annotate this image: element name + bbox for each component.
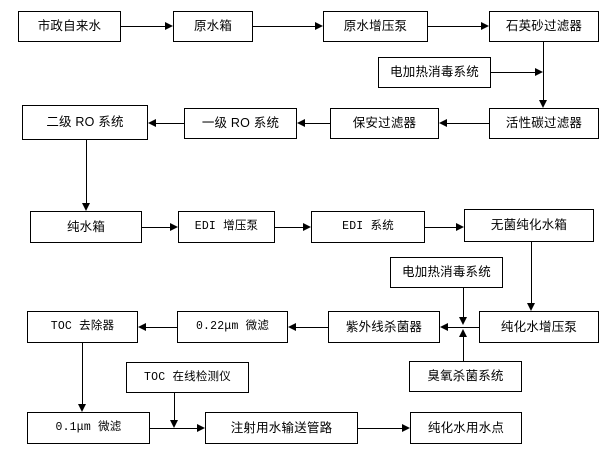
arrowhead-n15-n16 [440, 323, 448, 331]
arrowhead-n17-n18 [138, 323, 146, 331]
arrowhead-n13-n15 [527, 303, 535, 311]
node-security-filter[interactable]: 保安过滤器 [330, 108, 439, 139]
node-activated-carbon-filter[interactable]: 活性碳过滤器 [489, 108, 599, 139]
node-label: 电加热消毒系统 [402, 265, 491, 280]
node-label: 原水箱 [193, 19, 233, 34]
node-label: 臭氧杀菌系统 [427, 369, 504, 384]
node-toc-remover[interactable]: TOC 去除器 [27, 311, 138, 343]
node-label: 纯化水增压泵 [500, 319, 578, 334]
arrowhead-n12-n13 [456, 223, 464, 231]
node-label: 注射用水输送管路 [230, 420, 333, 435]
edge-n2-n3 [253, 26, 315, 27]
node-label: 一级 RO 系统 [201, 116, 280, 131]
node-label: 保安过滤器 [352, 116, 417, 131]
node-label: 0.22μm 微滤 [195, 320, 270, 334]
arrowhead-n1-n2 [165, 22, 173, 30]
arrowhead-n8-n9 [148, 119, 156, 127]
edge-n19-junction [463, 337, 464, 361]
node-toc-online-detector[interactable]: TOC 在线检测仪 [126, 362, 249, 393]
node-label: 活性碳过滤器 [505, 116, 583, 131]
edge-n5-junction [491, 72, 535, 73]
node-label: EDI 系统 [342, 220, 394, 234]
node-label: 纯水箱 [66, 219, 106, 234]
node-01um-microfilter[interactable]: 0.1μm 微滤 [27, 412, 150, 444]
edge-n15-n16 [448, 327, 479, 328]
node-electric-heating-sterilization-system-1[interactable]: 电加热消毒系统 [378, 57, 491, 88]
arrowhead-n18-n21 [78, 404, 86, 412]
edge-n3-n4 [428, 26, 481, 27]
edge-n12-n13 [425, 227, 456, 228]
arrowhead-n5-junction [535, 68, 543, 76]
edge-n13-n15 [531, 242, 532, 303]
edge-n4-n6 [543, 42, 544, 100]
node-label: 石英砂过滤器 [505, 19, 583, 34]
edge-n21-n22 [150, 428, 197, 429]
node-raw-water-tank[interactable]: 原水箱 [173, 11, 253, 42]
node-label: 纯化水用水点 [427, 420, 505, 435]
edge-n8-n9 [156, 123, 184, 124]
node-municipal-tap-water[interactable]: 市政自来水 [18, 11, 121, 42]
node-edi-system[interactable]: EDI 系统 [311, 211, 425, 243]
edge-n9-n10 [86, 140, 87, 203]
node-label: 紫外线杀菌器 [345, 319, 423, 334]
arrowhead-n6-n7 [439, 119, 447, 127]
node-second-stage-ro-system[interactable]: 二级 RO 系统 [22, 105, 148, 140]
node-label: 电加热消毒系统 [390, 65, 479, 80]
arrowhead-n20-junction [170, 420, 178, 428]
arrowhead-n2-n3 [315, 22, 323, 30]
edge-n11-n12 [275, 227, 303, 228]
node-label: 市政自来水 [37, 19, 102, 34]
node-purified-water-use-point[interactable]: 纯化水用水点 [410, 412, 522, 444]
edge-n10-n11 [142, 227, 170, 228]
edge-n7-n8 [305, 123, 330, 124]
arrowhead-n4-n6 [539, 100, 547, 108]
arrowhead-n9-n10 [82, 203, 90, 211]
node-electric-heating-sterilization-system-2[interactable]: 电加热消毒系统 [390, 257, 503, 288]
arrowhead-n19-junction [459, 329, 467, 337]
arrowhead-n16-n17 [288, 323, 296, 331]
node-uv-sterilizer[interactable]: 紫外线杀菌器 [328, 311, 440, 343]
node-wfi-distribution-pipeline[interactable]: 注射用水输送管路 [205, 412, 358, 444]
edge-n16-n17 [296, 327, 328, 328]
node-label: 无菌纯化水箱 [490, 218, 568, 233]
node-ozone-sterilization-system[interactable]: 臭氧杀菌系统 [409, 361, 522, 392]
edge-n22-n23 [358, 428, 402, 429]
edge-n20-junction [174, 393, 175, 420]
edge-n18-n21 [82, 343, 83, 404]
node-pure-water-tank[interactable]: 纯水箱 [30, 211, 142, 243]
arrowhead-n11-n12 [303, 223, 311, 231]
edge-n17-n18 [146, 327, 177, 328]
node-022um-microfilter[interactable]: 0.22μm 微滤 [177, 311, 288, 343]
arrowhead-n14-junction [459, 317, 467, 325]
arrowhead-n7-n8 [297, 119, 305, 127]
node-label: 0.1μm 微滤 [55, 421, 122, 435]
edge-n6-n7 [447, 123, 489, 124]
arrowhead-n21-n22 [197, 424, 205, 432]
node-label: TOC 在线检测仪 [144, 370, 231, 384]
node-sterile-purified-water-tank[interactable]: 无菌纯化水箱 [464, 209, 594, 242]
edge-n14-junction [463, 288, 464, 317]
node-first-stage-ro-system[interactable]: 一级 RO 系统 [184, 108, 297, 139]
arrowhead-n3-n4 [481, 22, 489, 30]
node-purified-water-booster-pump[interactable]: 纯化水增压泵 [479, 311, 599, 343]
node-label: TOC 去除器 [50, 320, 115, 334]
edge-n1-n2 [121, 26, 165, 27]
node-quartz-sand-filter[interactable]: 石英砂过滤器 [489, 11, 599, 42]
node-edi-booster-pump[interactable]: EDI 增压泵 [178, 211, 275, 243]
node-label: 原水增压泵 [343, 19, 408, 34]
node-raw-water-booster-pump[interactable]: 原水增压泵 [323, 11, 428, 42]
node-label: EDI 增压泵 [194, 220, 259, 234]
arrowhead-n10-n11 [170, 223, 178, 231]
arrowhead-n22-n23 [402, 424, 410, 432]
node-label: 二级 RO 系统 [46, 115, 124, 130]
